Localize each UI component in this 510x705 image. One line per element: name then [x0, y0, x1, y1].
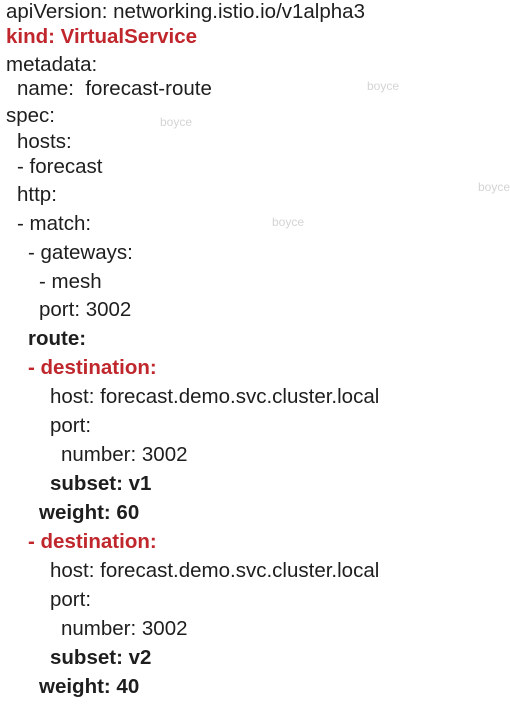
yaml-line-match: - match:: [17, 212, 92, 235]
yaml-line-gateways: - gateways:: [28, 241, 133, 264]
yaml-line-name: name: forecast-route: [17, 77, 212, 100]
watermark: boyce: [478, 180, 510, 194]
yaml-line-hosts-item: - forecast: [17, 155, 103, 178]
yaml-line-gateways-item: - mesh: [39, 270, 102, 293]
yaml-line-route: route:: [28, 327, 87, 350]
yaml-line-number-1: number: 3002: [61, 443, 188, 466]
yaml-line-subset-2: subset: v2: [50, 646, 152, 669]
yaml-line-port-1: port:: [50, 414, 92, 437]
yaml-line-kind: kind: VirtualService: [6, 25, 198, 48]
watermark: boyce: [272, 215, 305, 229]
watermark: boyce: [160, 115, 193, 129]
yaml-line-number-2: number: 3002: [61, 617, 188, 640]
yaml-line-destination-2: - destination:: [28, 530, 157, 553]
yaml-line-http: http:: [17, 183, 57, 206]
yaml-line-port-2: port:: [50, 588, 92, 611]
yaml-line-apiversion: apiVersion: networking.istio.io/v1alpha3: [6, 0, 365, 23]
yaml-line-metadata: metadata:: [6, 53, 98, 76]
yaml-line-weight-2: weight: 40: [39, 675, 140, 698]
yaml-line-weight-1: weight: 60: [39, 501, 140, 524]
yaml-line-match-port: port: 3002: [39, 298, 132, 321]
yaml-line-subset-1: subset: v1: [50, 472, 152, 495]
yaml-line-destination-1: - destination:: [28, 356, 157, 379]
yaml-line-hosts: hosts:: [17, 130, 72, 153]
yaml-line-spec: spec:: [6, 104, 55, 127]
yaml-line-host-2: host: forecast.demo.svc.cluster.local: [50, 559, 380, 582]
yaml-line-host-1: host: forecast.demo.svc.cluster.local: [50, 385, 380, 408]
watermark: boyce: [367, 79, 400, 93]
